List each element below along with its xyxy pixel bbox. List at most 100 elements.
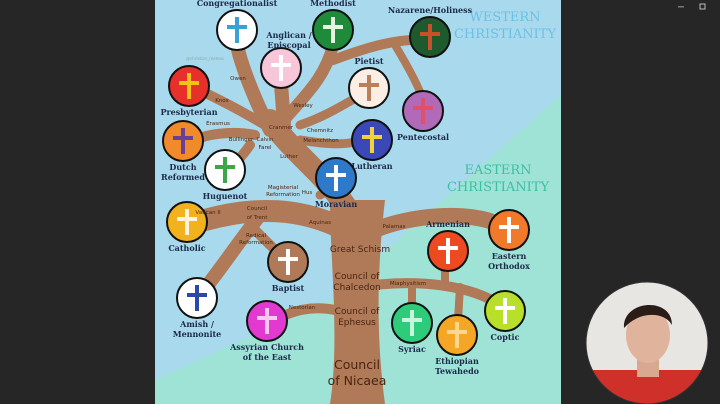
branch-label: Reformation: [239, 240, 273, 246]
moravian-label: Moravian: [315, 199, 357, 209]
webcam-overlay: [585, 281, 709, 404]
node-huguenot: Huguenot: [203, 149, 248, 201]
council-nicaea-line2: of Nicaea: [328, 373, 387, 388]
dutch-reformed-cross-icon: [173, 128, 193, 154]
council-ephesus-line2: Ephesus: [338, 318, 376, 328]
dutch-reformed-label: Dutch: [169, 162, 196, 172]
huguenot-label: Huguenot: [203, 191, 248, 201]
amish-label: Amish /: [179, 319, 214, 329]
presbyterian-label: Presbyterian: [160, 107, 217, 117]
ethiopian-label: Tewahedo: [435, 366, 480, 376]
node-baptist: Baptist: [267, 241, 309, 293]
branch-label: Cranmer: [269, 125, 294, 131]
branch-label: Wesley: [293, 103, 313, 109]
methodist-cross-icon: [323, 17, 343, 43]
branch-label: Miaphysitism: [390, 281, 426, 287]
pentecostal-label: Pentecostal: [397, 132, 449, 142]
node-lutheran: Lutheran: [351, 119, 393, 171]
nazarene-cross-icon: [420, 24, 440, 50]
congregationalist-label: Congregationalist: [197, 0, 278, 8]
amish-cross-icon: [187, 285, 207, 311]
council-chalcedon-line2: Chalcedon: [333, 283, 380, 293]
minimize-button[interactable]: [678, 6, 684, 8]
section-headings: WESTERN CHRISTIANITY EASTERN CHRISTIANIT…: [447, 10, 556, 195]
methodist-label: Methodist: [310, 0, 356, 8]
baptist-label: Baptist: [272, 283, 305, 293]
branch-label: Erasmus: [206, 121, 230, 127]
syriac-label: Syriac: [398, 344, 426, 354]
eastern-orthodox-cross-icon: [499, 217, 519, 243]
assyrian-label: Assyrian Church: [229, 342, 304, 352]
branch-label: Hus: [302, 190, 313, 196]
node-armenian: Armenian: [425, 219, 470, 272]
node-methodist: Methodist: [310, 0, 356, 51]
branch-label: Melanchthon: [303, 138, 339, 144]
branch-label: Owen: [230, 76, 246, 82]
dutch-reformed-label: Reformed: [161, 172, 205, 182]
node-pentecostal: Pentecostal: [397, 90, 449, 142]
node-nazarene: Nazarene/Holiness: [388, 5, 473, 58]
assyrian-label: of the East: [243, 352, 292, 362]
node-presbyterian: Presbyterian: [160, 65, 218, 117]
catholic-cross-icon: [177, 209, 197, 235]
trunk: [330, 200, 385, 404]
ethiopian-cross-icon: [447, 322, 467, 348]
great-schism-label: Great Schism: [330, 245, 390, 255]
branch-label: Radical: [246, 233, 266, 239]
anglican-label: Anglican /: [265, 30, 311, 40]
branch-label: Farel: [258, 145, 272, 151]
eastern-orthodox-label: Eastern: [492, 251, 527, 261]
branch-label: Chemnitz: [307, 128, 333, 134]
pietist-label: Pietist: [354, 56, 383, 66]
denomination-nodes: Congregationalist MethodistNazarene/Holin…: [160, 0, 530, 376]
branch-label: Magisterial: [268, 185, 299, 191]
council-labels: Council of Trent Great Schism Council of…: [247, 206, 391, 388]
node-syriac: Syriac: [391, 302, 433, 354]
node-moravian: Moravian: [315, 157, 357, 209]
council-chalcedon-line1: Council of: [335, 272, 381, 282]
pentecostal-cross-icon: [413, 98, 433, 124]
pietist-cross-icon: [359, 75, 379, 101]
node-pietist: Pietist: [348, 56, 390, 109]
council-trent-line2: of Trent: [247, 215, 269, 221]
coptic-cross-icon: [495, 298, 515, 324]
branch-label: Aquinas: [309, 220, 331, 226]
branch-label: Palamas: [383, 224, 406, 230]
branch-label: Nestorian: [289, 305, 316, 311]
node-anglican: Anglican /Episcopal: [260, 30, 312, 89]
council-ephesus-line1: Council of: [335, 307, 381, 317]
lutheran-label: Lutheran: [351, 161, 392, 171]
presbyterian-cross-icon: [179, 73, 199, 99]
branch-label: Bullinger: [229, 137, 254, 143]
branch-label: Reformation: [266, 192, 300, 198]
lutheran-cross-icon: [362, 127, 382, 153]
eastern-heading-line1: EASTERN: [464, 163, 531, 178]
eastern-orthodox-label: Orthodox: [488, 261, 530, 271]
assyrian-cross-icon: [257, 308, 277, 334]
moravian-cross-icon: [326, 165, 346, 191]
armenian-cross-icon: [438, 238, 458, 264]
western-heading-line2: CHRISTIANITY: [454, 27, 556, 42]
branch-label: Luther: [280, 154, 298, 160]
nazarene-label: Nazarene/Holiness: [388, 5, 473, 15]
armenian-label: Armenian: [425, 219, 470, 229]
branch-label: Calvin: [256, 137, 274, 143]
branch-label: Knox: [215, 98, 229, 104]
restore-button[interactable]: [699, 3, 706, 10]
coptic-label: Coptic: [491, 332, 520, 342]
syriac-cross-icon: [402, 310, 422, 336]
node-congregationalist: Congregationalist: [197, 0, 278, 51]
catholic-label: Catholic: [168, 243, 205, 253]
anglican-label: Episcopal: [267, 40, 310, 50]
huguenot-cross-icon: [215, 157, 235, 183]
node-amish: Amish /Mennonite: [173, 277, 221, 339]
node-catholic: Catholic: [166, 201, 208, 253]
eastern-heading-line2: CHRISTIANITY: [447, 180, 549, 195]
watermark: @christian_memes: [186, 56, 224, 61]
